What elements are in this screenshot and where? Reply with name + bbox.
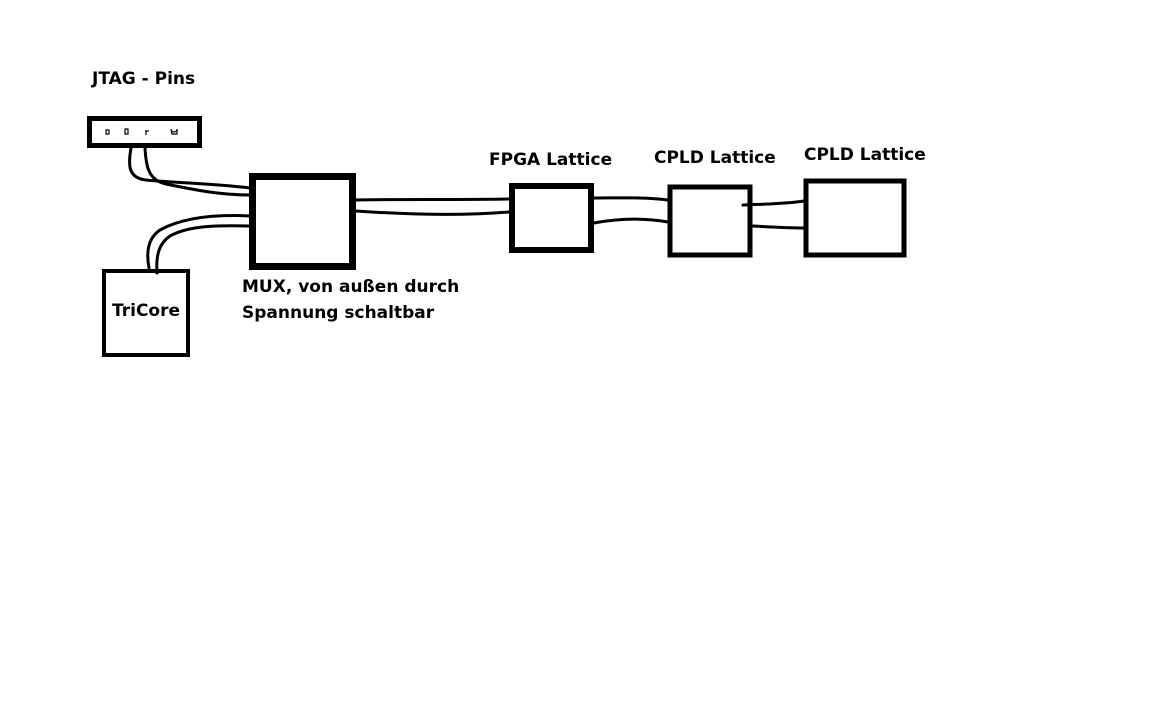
cpld1-block [667,184,753,258]
tricore-block [102,269,190,357]
cpld2-block [803,178,907,258]
wire-jtag-mux-1 [128,146,252,190]
jtag-pin-marks [105,128,178,135]
wire-fpga-cpld1-2 [592,217,670,225]
jtag-pins-label: JTAG - Pins [92,69,196,89]
mux-block [249,173,356,270]
wire-mux-fpga-2 [354,209,511,216]
tricore-label: TriCore [112,301,181,321]
wire-mux-fpga-1 [354,197,511,202]
wire-tricore-mux-1 [146,214,252,270]
mux-label: MUX, von außen durch Spannung schaltbar [242,274,459,326]
mux-label-line1: MUX, von außen durch [242,277,460,297]
jtag-header [87,116,202,148]
cpld1-label: CPLD Lattice [654,148,776,168]
wire-fpga-cpld1-1 [592,196,670,202]
mux-label-line2: Spannung schaltbar [242,303,435,323]
wire-tricore-mux-2 [155,224,252,275]
fpga-block [509,183,594,253]
wire-cpld1-cpld2-1 [741,199,806,207]
wire-cpld1-cpld2-2 [751,224,806,230]
wires [128,146,806,275]
cpld2-label: CPLD Lattice [804,145,926,165]
fpga-label: FPGA Lattice [489,150,613,170]
wire-jtag-mux-2 [143,146,252,197]
